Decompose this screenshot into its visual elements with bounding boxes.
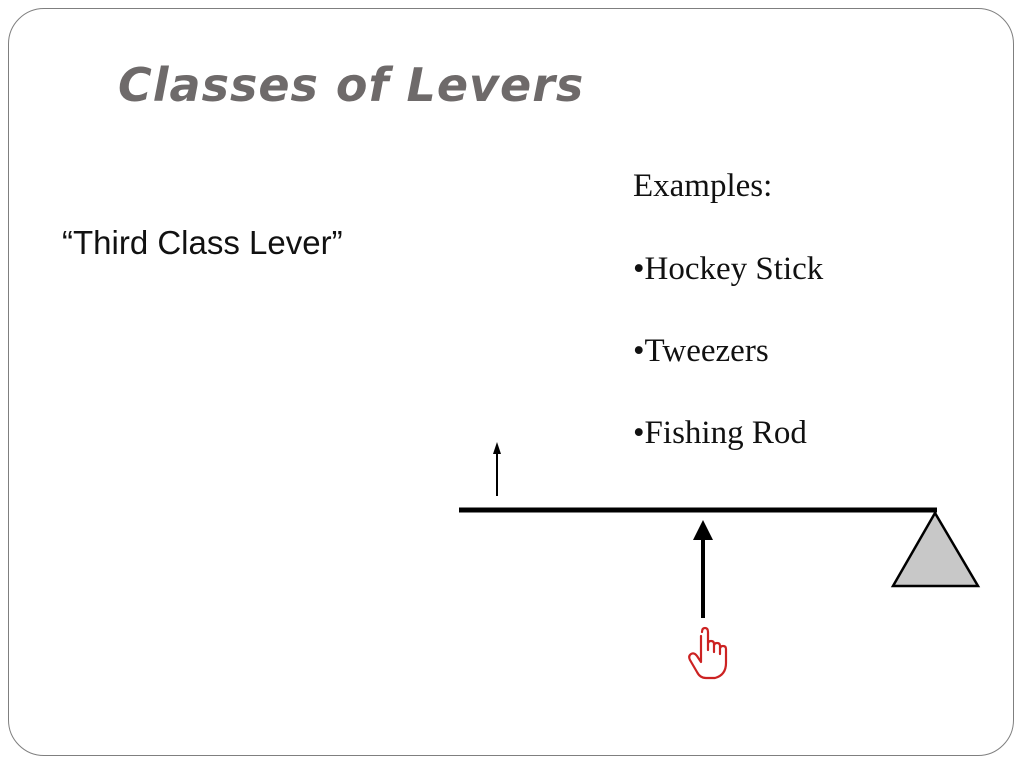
- example-item-hockey-stick: •Hockey Stick: [633, 251, 824, 287]
- example-item-tweezers: •Tweezers: [633, 333, 769, 369]
- example-item-fishing-rod: •Fishing Rod: [633, 415, 807, 451]
- lever-class-label: “Third Class Lever”: [62, 224, 343, 261]
- examples-list-block: Examples: •Hockey Stick •Tweezers •Fishi…: [633, 164, 823, 474]
- examples-heading: Examples:: [633, 168, 773, 204]
- examples-list: •Hockey Stick •Tweezers •Fishing Rod: [633, 228, 823, 474]
- slide-frame: [8, 8, 1014, 756]
- slide-title: Classes of Levers: [118, 58, 585, 112]
